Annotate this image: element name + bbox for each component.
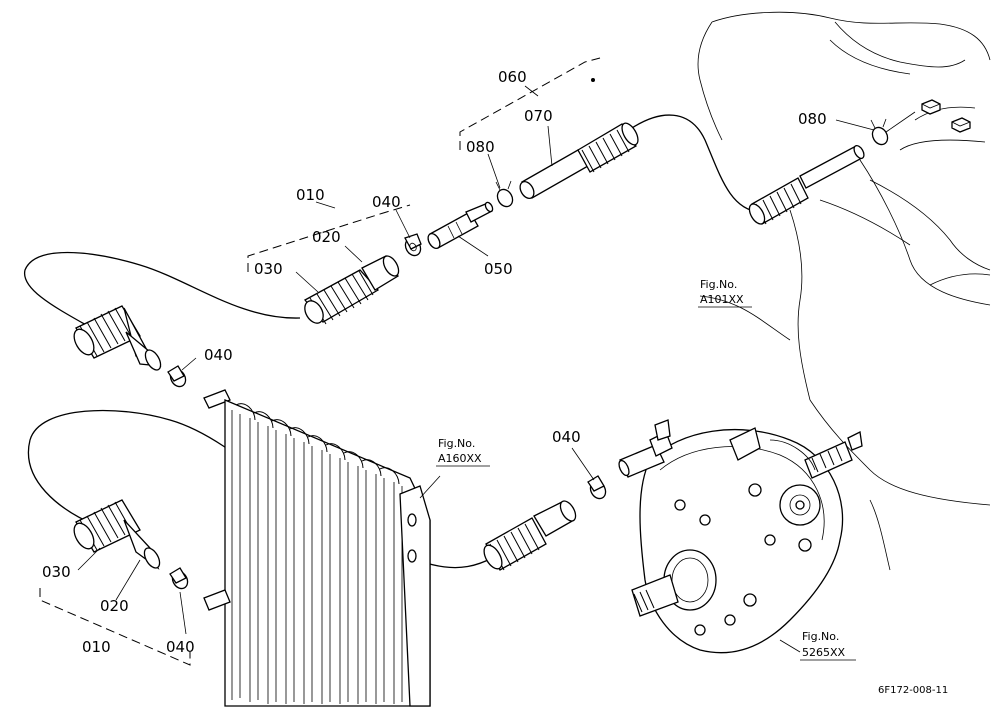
fig-code: 5265XX	[802, 646, 846, 659]
fig-label: Fig.No.	[438, 437, 475, 450]
callout-070: 070	[524, 107, 553, 125]
bolt-icon	[951, 117, 971, 133]
hose-clamp-040-bottom	[169, 567, 189, 590]
lower-hose-assembly-010	[73, 499, 161, 570]
reference-dot	[591, 78, 595, 82]
group-bracket-010-bottom	[39, 588, 191, 666]
cooler-pipe-stub-bottom	[203, 589, 231, 611]
callout-020-bottom: 020	[100, 597, 129, 615]
hose-end-mid-left	[73, 305, 162, 371]
fig-code: A101XX	[700, 293, 744, 306]
oil-cooler	[224, 399, 431, 707]
hose-clamp-040-top	[404, 233, 422, 257]
figure-reference-a101: Fig.No. A101XX	[698, 278, 752, 308]
fig-label: Fig.No.	[802, 630, 839, 643]
callout-030-bottom: 030	[42, 563, 71, 581]
hose-assembly-060	[519, 122, 639, 200]
callout-040-top: 040	[372, 193, 401, 211]
group-bracket-010-top	[247, 201, 411, 272]
leader-line	[885, 111, 916, 133]
callout-040-bottom: 040	[166, 638, 195, 656]
clip-080-left	[495, 180, 514, 208]
fig-label: Fig.No.	[700, 278, 737, 291]
callout-labels: 010 020 030 040 050 060 070 080 080 040 …	[42, 68, 827, 656]
callout-010-top: 010	[296, 186, 325, 204]
clip-080-right	[870, 118, 889, 146]
spring-coil-030-top	[304, 255, 400, 325]
callout-040-lower-right: 040	[552, 428, 581, 446]
top-hose-assembly-010	[304, 201, 494, 325]
callout-080-right: 080	[798, 110, 827, 128]
engine-block-outline	[697, 11, 991, 571]
leader-lines	[77, 119, 875, 653]
callout-040-mid: 040	[204, 346, 233, 364]
figure-reference-5265: Fig.No. 5265XX	[800, 630, 856, 661]
drawing-code: 6F172-008-11	[878, 685, 948, 696]
bolt-icon	[921, 99, 941, 115]
hose-end-lower-right	[483, 500, 577, 571]
hose-clamp-040-right	[587, 475, 607, 500]
callout-060: 060	[498, 68, 527, 86]
fuel-pump	[618, 419, 863, 654]
callout-010-bottom: 010	[82, 638, 111, 656]
cooler-fins	[231, 403, 403, 704]
cooler-pipe-stub-top	[203, 389, 231, 409]
callout-020-top: 020	[312, 228, 341, 246]
figure-reference-a160: Fig.No. A160XX	[436, 437, 490, 467]
hose-end-engine-side	[748, 144, 865, 225]
callout-050: 050	[484, 260, 513, 278]
hose-clamp-040-mid	[167, 365, 187, 388]
callout-080-left: 080	[466, 138, 495, 156]
fig-code: A160XX	[438, 452, 482, 465]
hose-fitting-050	[427, 201, 494, 250]
callout-030-top: 030	[254, 260, 283, 278]
group-bracket-060	[459, 57, 601, 150]
